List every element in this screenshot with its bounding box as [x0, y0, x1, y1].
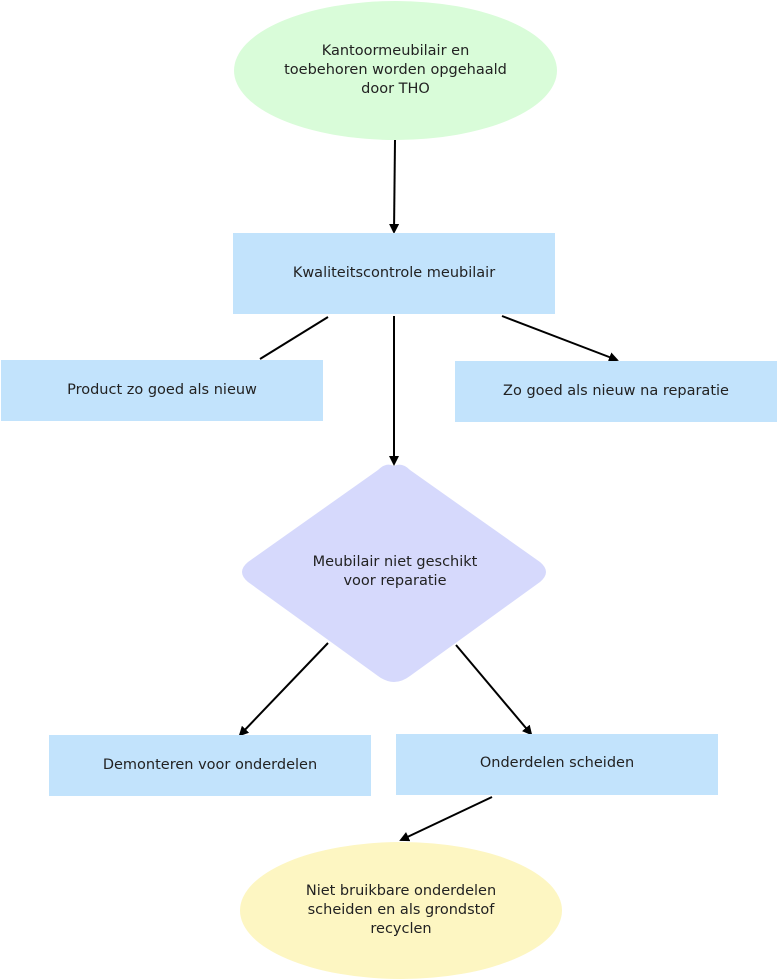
- node-start: Kantoormeubilair en toebehoren worden op…: [234, 1, 557, 140]
- node-after-repair-label: Zo goed als nieuw na reparatie: [503, 383, 729, 399]
- edge-start-to-quality: [389, 139, 400, 234]
- edge-not-repairable-to-separate: [455, 644, 533, 736]
- node-quality-control: Kwaliteitscontrole meubilair: [233, 233, 555, 314]
- node-not-repairable-label: Meubilair niet geschikt voor reparatie: [312, 554, 478, 589]
- node-dismantle: Demonteren voor onderdelen: [49, 735, 371, 796]
- node-recycle-label: Niet bruikbare onderdelen scheiden en al…: [305, 883, 497, 937]
- node-as-new-label: Product zo goed als nieuw: [67, 382, 257, 398]
- node-dismantle-label: Demonteren voor onderdelen: [102, 757, 318, 773]
- node-as-new: Product zo goed als nieuw: [1, 360, 323, 421]
- node-quality-control-label: Kwaliteitscontrole meubilair: [292, 265, 496, 281]
- edge-not-repairable-to-dismantle: [238, 642, 329, 737]
- edge-quality-to-after-repair: [501, 315, 619, 362]
- node-separate-label: Onderdelen scheiden: [479, 755, 635, 771]
- node-separate: Onderdelen scheiden: [396, 734, 718, 795]
- node-after-repair: Zo goed als nieuw na reparatie: [455, 361, 777, 422]
- edge-separate-to-recycle: [399, 796, 493, 842]
- node-not-repairable: Meubilair niet geschikt voor reparatie: [270, 532, 520, 612]
- node-start-label: Kantoormeubilair en toebehoren worden op…: [284, 43, 507, 97]
- node-recycle: Niet bruikbare onderdelen scheiden en al…: [240, 842, 562, 979]
- decision-diamond-shape: [242, 464, 546, 682]
- edge-quality-to-as-new: [259, 316, 329, 360]
